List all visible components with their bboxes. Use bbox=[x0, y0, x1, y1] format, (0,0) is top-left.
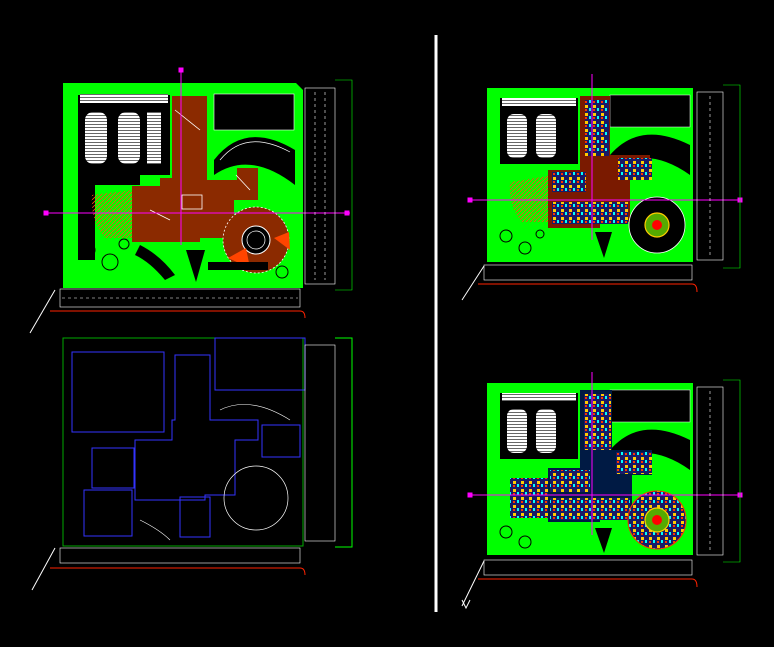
block-parking bbox=[71, 351, 165, 433]
uf-trees bbox=[499, 525, 532, 549]
uf-pavilion bbox=[627, 490, 687, 550]
block-north-plaza bbox=[214, 337, 306, 391]
uf-rooms-east bbox=[616, 452, 652, 474]
roof-ridges bbox=[149, 109, 251, 221]
gf-main-floor bbox=[548, 96, 650, 228]
trees bbox=[80, 238, 289, 279]
gf-fan-wing bbox=[509, 176, 548, 222]
block-east-road bbox=[304, 344, 336, 542]
parking-lot bbox=[78, 94, 170, 175]
block-pavilion bbox=[223, 465, 289, 531]
block-arc-paths bbox=[139, 404, 291, 541]
gf-rooms-south bbox=[552, 202, 628, 224]
uf-rooms-central bbox=[550, 470, 590, 492]
uf-south-path bbox=[595, 528, 612, 553]
block-east-room bbox=[261, 424, 301, 458]
south-road bbox=[29, 288, 306, 334]
gf-south-road bbox=[461, 264, 698, 301]
gf-trees bbox=[499, 229, 545, 255]
uf-rooms-north bbox=[584, 394, 611, 450]
gf-parking bbox=[500, 98, 578, 164]
gf-rooms-central bbox=[552, 172, 586, 192]
block-south-room bbox=[179, 496, 211, 538]
gf-plaza-arc bbox=[610, 134, 690, 175]
gf-north-plaza bbox=[609, 94, 691, 128]
section-axes bbox=[43, 67, 350, 245]
uf-south-road bbox=[461, 559, 698, 610]
roof-plan-sheet bbox=[29, 67, 353, 334]
uf-west-wing bbox=[510, 478, 548, 518]
block-east-edge bbox=[335, 337, 353, 548]
circular-pavilion-roof bbox=[222, 206, 290, 274]
uf-plaza-arc bbox=[610, 429, 690, 470]
uf-parking bbox=[500, 393, 578, 459]
gf-pavilion bbox=[628, 196, 686, 254]
main-building-roof bbox=[132, 96, 258, 242]
uf-north-plaza bbox=[609, 389, 691, 423]
gf-east-road bbox=[696, 84, 741, 269]
block-sw-room bbox=[83, 489, 133, 537]
block-site-boundary bbox=[62, 337, 304, 547]
upper-floor-sheet bbox=[461, 372, 743, 610]
gf-south-path bbox=[595, 232, 612, 258]
block-plan-sheet bbox=[31, 337, 353, 591]
uf-rooms-south bbox=[550, 498, 630, 520]
garden-paths bbox=[135, 245, 268, 282]
fan-wing-roof bbox=[91, 190, 132, 238]
ground-floor-sheet bbox=[461, 74, 743, 301]
block-south-road bbox=[59, 547, 301, 564]
block-north-arrow bbox=[31, 547, 56, 591]
block-main-building bbox=[134, 354, 259, 501]
gf-rooms-east bbox=[618, 158, 652, 180]
north-plaza bbox=[213, 93, 295, 185]
east-road bbox=[304, 79, 353, 291]
gf-rooms-north bbox=[585, 100, 609, 156]
block-west-room bbox=[91, 447, 135, 489]
uf-east-road bbox=[696, 379, 741, 563]
block-red-road-edge bbox=[50, 567, 306, 576]
